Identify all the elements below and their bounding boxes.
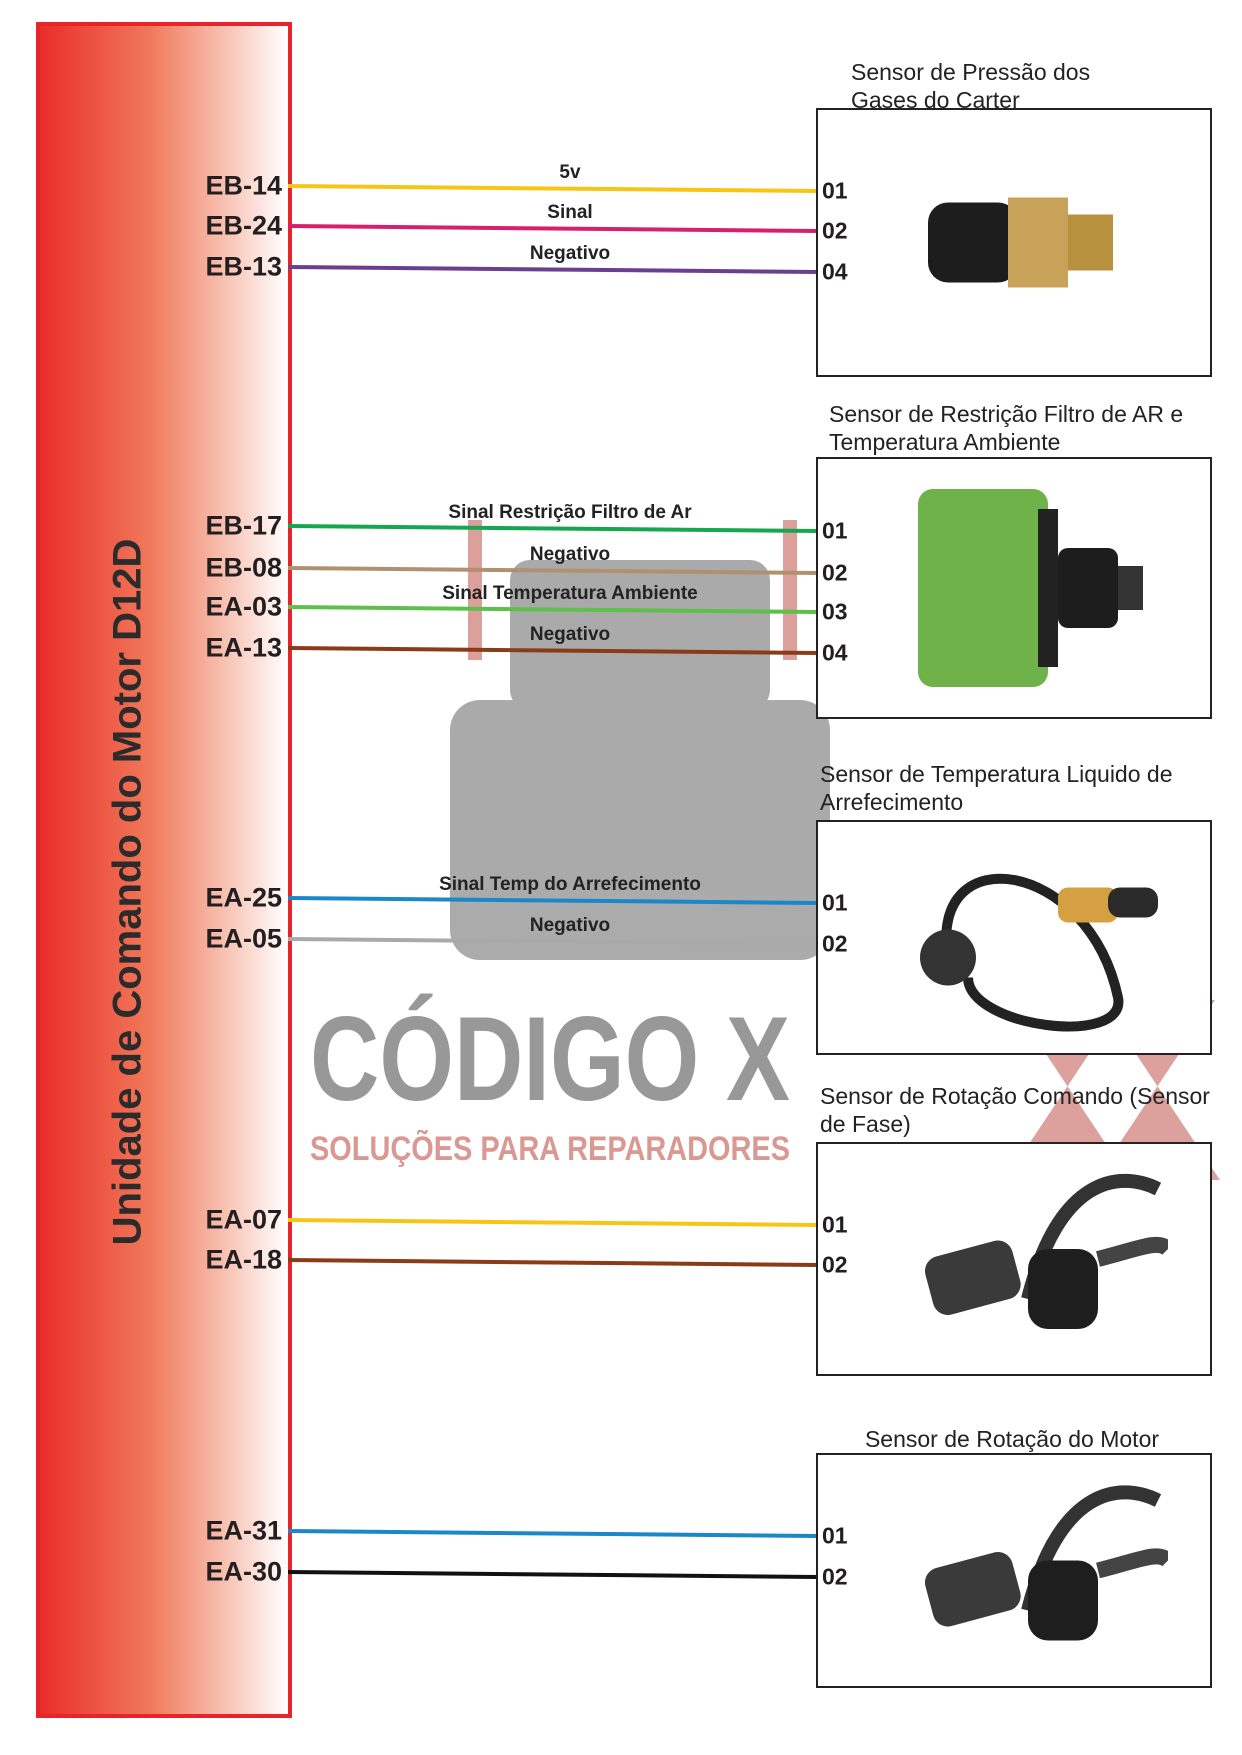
sensor-pin-label: 01: [822, 1522, 848, 1549]
wire-ea-25: [287, 896, 819, 905]
ecu-pin-label: EB-13: [205, 251, 282, 282]
ecu-pin-label: EA-30: [205, 1556, 282, 1587]
ecu-pin-label: EA-18: [205, 1244, 282, 1275]
wire-ea-30: [287, 1570, 819, 1579]
phase-sensor-photo: [924, 1173, 1168, 1329]
wire-label: Sinal Temperatura Ambiente: [442, 583, 698, 604]
sensor-title: Sensor de Rotação Comando (Sensor de Fas…: [820, 1083, 1210, 1137]
wire-eb-17: [287, 524, 819, 533]
sensor-box: [816, 457, 1212, 719]
ecu-pin-label: EB-24: [205, 210, 282, 241]
wire-ea-05: [287, 937, 819, 946]
sensor-pin-label: 04: [822, 639, 848, 666]
sensor-title: Sensor de Temperatura Liquido de Arrefec…: [820, 761, 1173, 815]
ecu-pin-label: EA-05: [205, 923, 282, 954]
pressure-sensor-photo: [928, 197, 1113, 288]
wire-eb-08: [287, 566, 819, 575]
wire-label: Sinal: [547, 202, 593, 223]
sensor-pin-label: 01: [822, 1211, 848, 1238]
wire-label: Negativo: [529, 915, 611, 936]
wire-eb-13: [287, 265, 819, 274]
wire-ea-13: [287, 646, 819, 655]
sensor-box: [816, 1453, 1212, 1688]
ecu-pin-label: EA-07: [205, 1204, 282, 1235]
wire-ea-18: [287, 1258, 819, 1267]
ecu-pin-label: EA-31: [205, 1515, 282, 1546]
sensor-title: Sensor de Rotação do Motor: [864, 1426, 1160, 1452]
truck-watermark-icon: [450, 700, 830, 960]
wire-label: 5v: [559, 162, 581, 183]
sensor-box: [816, 820, 1212, 1055]
wire-eb-24: [287, 224, 819, 233]
ecu-pin-label: EB-17: [205, 510, 282, 541]
sensor-title: Sensor de Pressão dos Gases do Carter: [851, 59, 1091, 113]
sensor-pin-label: 02: [822, 930, 848, 957]
sensor-pin-label: 02: [822, 1563, 848, 1590]
ecu-pin-label: EB-08: [205, 552, 282, 583]
ecu-pin-label: EA-03: [205, 591, 282, 622]
wire-eb-14: [287, 184, 819, 193]
sensor-pin-label: 01: [822, 889, 848, 916]
sensor-pin-label: 02: [822, 559, 848, 586]
sensor-title: Sensor de Restrição Filtro de AR e Tempe…: [829, 401, 1184, 455]
wire-ea-03: [287, 605, 819, 614]
coolant-sensor-photo: [920, 873, 1158, 1032]
wire-label: Negativo: [529, 243, 611, 264]
sensor-pin-label: 03: [822, 598, 848, 625]
ecu-block: Unidade de Comando do Motor D12D: [36, 22, 292, 1718]
wire-label: Negativo: [529, 544, 611, 565]
watermark-tagline: SOLUÇÕES PARA REPARADORES: [310, 1130, 790, 1168]
sensor-box: [816, 1142, 1212, 1376]
ecu-pin-label: EA-25: [205, 882, 282, 913]
ecu-pin-label: EA-13: [205, 632, 282, 663]
sensor-pin-label: 02: [822, 217, 848, 244]
wire-ea-31: [287, 1529, 819, 1538]
engine-speed-sensor-photo: [924, 1485, 1168, 1641]
wire-label: Sinal Temp do Arrefecimento: [439, 874, 701, 895]
sensor-pin-label: 01: [822, 517, 848, 544]
wire-label: Negativo: [529, 624, 611, 645]
sensor-pin-label: 04: [822, 258, 848, 285]
air-filter-sensor-photo: [918, 489, 1143, 687]
wire-label: Sinal Restrição Filtro de Ar: [448, 502, 692, 523]
ecu-title: Unidade de Comando do Motor D12D: [105, 538, 150, 1246]
sensor-box: [816, 108, 1212, 377]
sensor-pin-label: 02: [822, 1251, 848, 1278]
watermark-brand: CÓDIGO X: [310, 992, 790, 1126]
ecu-pin-label: EB-14: [205, 170, 282, 201]
sensor-pin-label: 01: [822, 177, 848, 204]
wire-ea-07: [287, 1218, 819, 1227]
